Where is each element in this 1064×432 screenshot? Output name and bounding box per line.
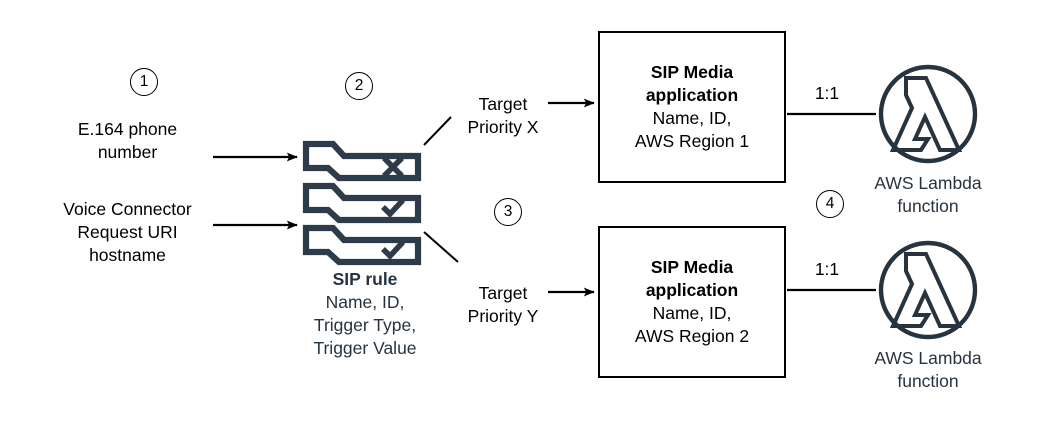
input-label-voice-connector-hostname: Voice Connector Request URI hostname [63,199,192,265]
step-badge-4: 4 [816,190,844,218]
lambda-function-1-label: AWS Lambda function [874,173,982,216]
sip-rule-row-3-shape [302,224,422,266]
lambda-function-2-label: AWS Lambda function [874,348,982,391]
sip-rule-title: SIP rule [332,269,398,289]
sip-rule-row-1-shape [302,140,422,182]
application-2-title-line-2: application [645,279,739,300]
application-1-detail-line-2: AWS Region 1 [634,131,750,152]
check-icon-1 [381,198,406,219]
application-1-title-line-2: application [645,84,739,105]
relation-label-top: 1:1 [814,83,840,103]
sip-rule-row-2-shape [302,182,422,224]
application-2-title-line-1: SIP Media [650,256,734,277]
relation-label-bottom: 1:1 [814,259,840,279]
lambda-glyph-1 [889,76,963,152]
sip-rule-attributes: Name, ID, Trigger Type, Trigger Value [313,292,417,358]
target-priority-x-label: Target Priority X [467,94,539,137]
leader-line-target-y [423,231,459,263]
application-1-title-line-1: SIP Media [650,61,734,82]
leader-line-target-x [423,116,452,146]
check-icon-2 [381,240,406,261]
application-1-detail-line-1: Name, ID, [652,108,732,128]
step-badge-1: 1 [130,68,158,96]
application-2-detail-line-1: Name, ID, [652,303,732,323]
step-badge-3: 3 [494,198,522,226]
target-priority-y-label: Target Priority Y [467,283,539,326]
step-badge-2: 2 [345,72,373,100]
input-label-phone-number: E.164 phone number [77,119,178,162]
cross-icon [382,156,404,178]
aws-lambda-icon-2 [878,240,978,340]
aws-lambda-icon-1 [878,64,978,164]
sip-media-application-2: SIP Media application Name, ID, AWS Regi… [598,226,786,378]
lambda-glyph-2 [889,252,963,328]
application-2-detail-line-2: AWS Region 2 [634,326,750,347]
sip-rule-icon [302,140,422,266]
sip-media-application-1: SIP Media application Name, ID, AWS Regi… [598,31,786,183]
sip-rule-marks [381,156,406,261]
